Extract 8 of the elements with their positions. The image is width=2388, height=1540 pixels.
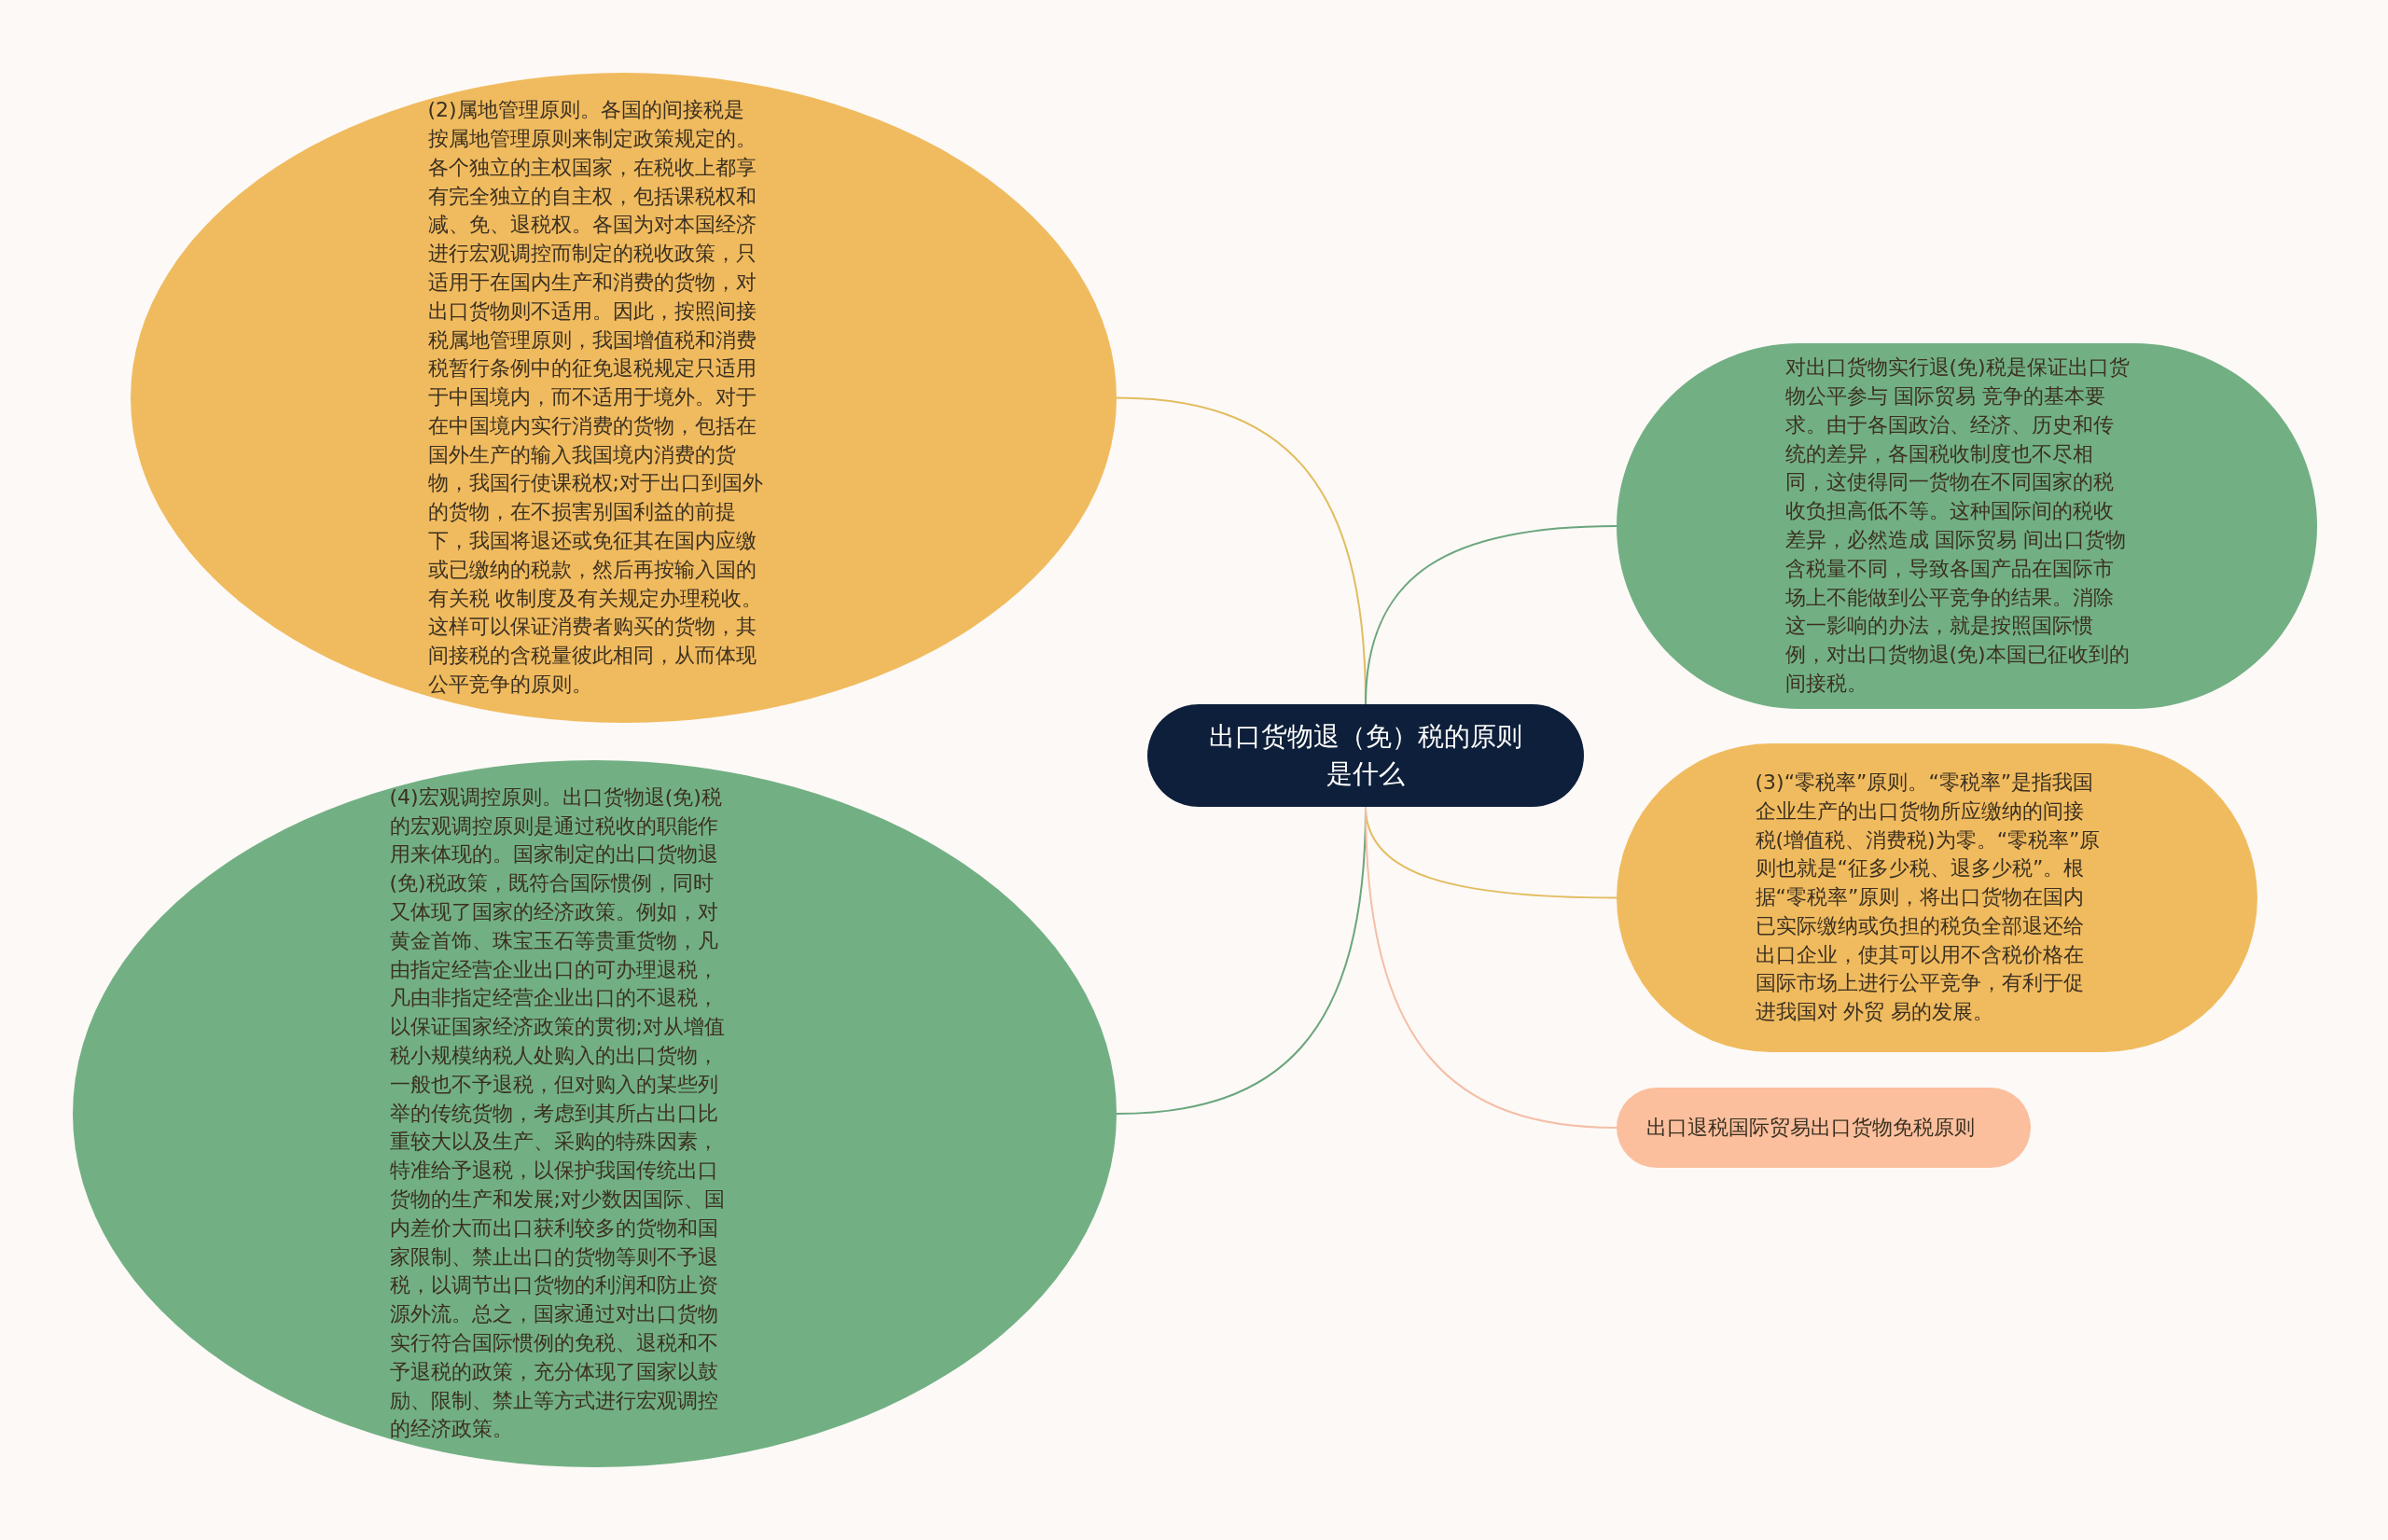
text-pill: 对出口货物实行退(免)税是保证出口货物公平参与 国际贸易 竞争的基本要求。由于各国政治、经济、历史和传统的差异，各国税收制度也不尽相同，这使得同一货物在不同国家的税收负担高低不等。这种国际间的税收差异，必然造成 国际贸易 间出口货物含税量不同，导致各国产品在国际市场上不能做到公平竞争的结果。消除这一影响的办法，就是按照国际惯例，对出口货物退(免)本国已征收到的间接税。	[1617, 343, 2317, 709]
text-ellipse: (4)宏观调控原则。出口货物退(免)税的宏观调控原则是通过税收的职能作用来体现的。国家制定的出口货物退(免)税政策，既符合国际惯例，同时又体现了国家的经济政策。例如，对黄金首饰、珠宝玉石等贵重货物，凡由指定经营企业出口的可办理退税，凡由非指定经营企业出口的不退税，以保证国家经济政策的贯彻;对从增值税小规模纳税人处购入的出口货物，一般也不予退税，但对购入的某些列举的传统货物，考虑到其所占出口比重较大以及生产、采购的特殊因素，特准给予退税，以保护我国传统出口货物的生产和发展;对少数因国际、国内差价大而出口获利较多的货物和国家限制、禁止出口的货物等则不予退税，以调节出口货物的利润和防止资源外流。总之，国家通过对出口货物实行符合国际惯例的免税、退税和不予退税的政策，充分体现了国家以鼓励、限制、禁止等方式进行宏观调控的经济政策。	[73, 760, 1117, 1467]
text-pill: (3)“零税率”原则。“零税率”是指我国企业生产的出口货物所应缴纳的间接税(增值税、消费税)为零。“零税率”原则也就是“征多少税、退多少税”。根据“零税率”原则，将出口货物在国内已实际缴纳或负担的税负全部退还给出口企业，使其可以用不含税价格在国际市场上进行公平竞争，有利于促进我国对 外贸 易的发展。	[1617, 743, 2257, 1052]
connector-line	[1365, 806, 1617, 1129]
text-ellipse: (2)属地管理原则。各国的间接税是按属地管理原则来制定政策规定的。各个独立的主权国家，在税收上都享有完全独立的自主权，包括课税权和减、免、退税权。各国为对本国经济进行宏观调控而制定的税收政策，只适用于在国内生产和消费的货物，对出口货物则不适用。因此，按照间接税属地管理原则，我国增值税和消费税暂行条例中的征免退税规定只适用于中国境内，而不适用于境外。对于在中国境内实行消费的货物，包括在国外生产的输入我国境内消费的货物，我国行使课税权;对于出口到国外的货物，在不损害别国利益的前提下，我国将退还或免征其在国内应缴或已缴纳的税款，然后再按输入国的有关税 收制度及有关规定办理税收。这样可以保证消费者购买的货物，其间接税的含税量彼此相同，从而体现公平竞争的原则。	[131, 73, 1117, 723]
source-pill: 出口退税国际贸易出口货物免税原则	[1617, 1088, 2031, 1168]
topic-pill: 出口货物退（免）税的原则是什么	[1147, 704, 1584, 807]
connector-line	[1365, 525, 1617, 705]
